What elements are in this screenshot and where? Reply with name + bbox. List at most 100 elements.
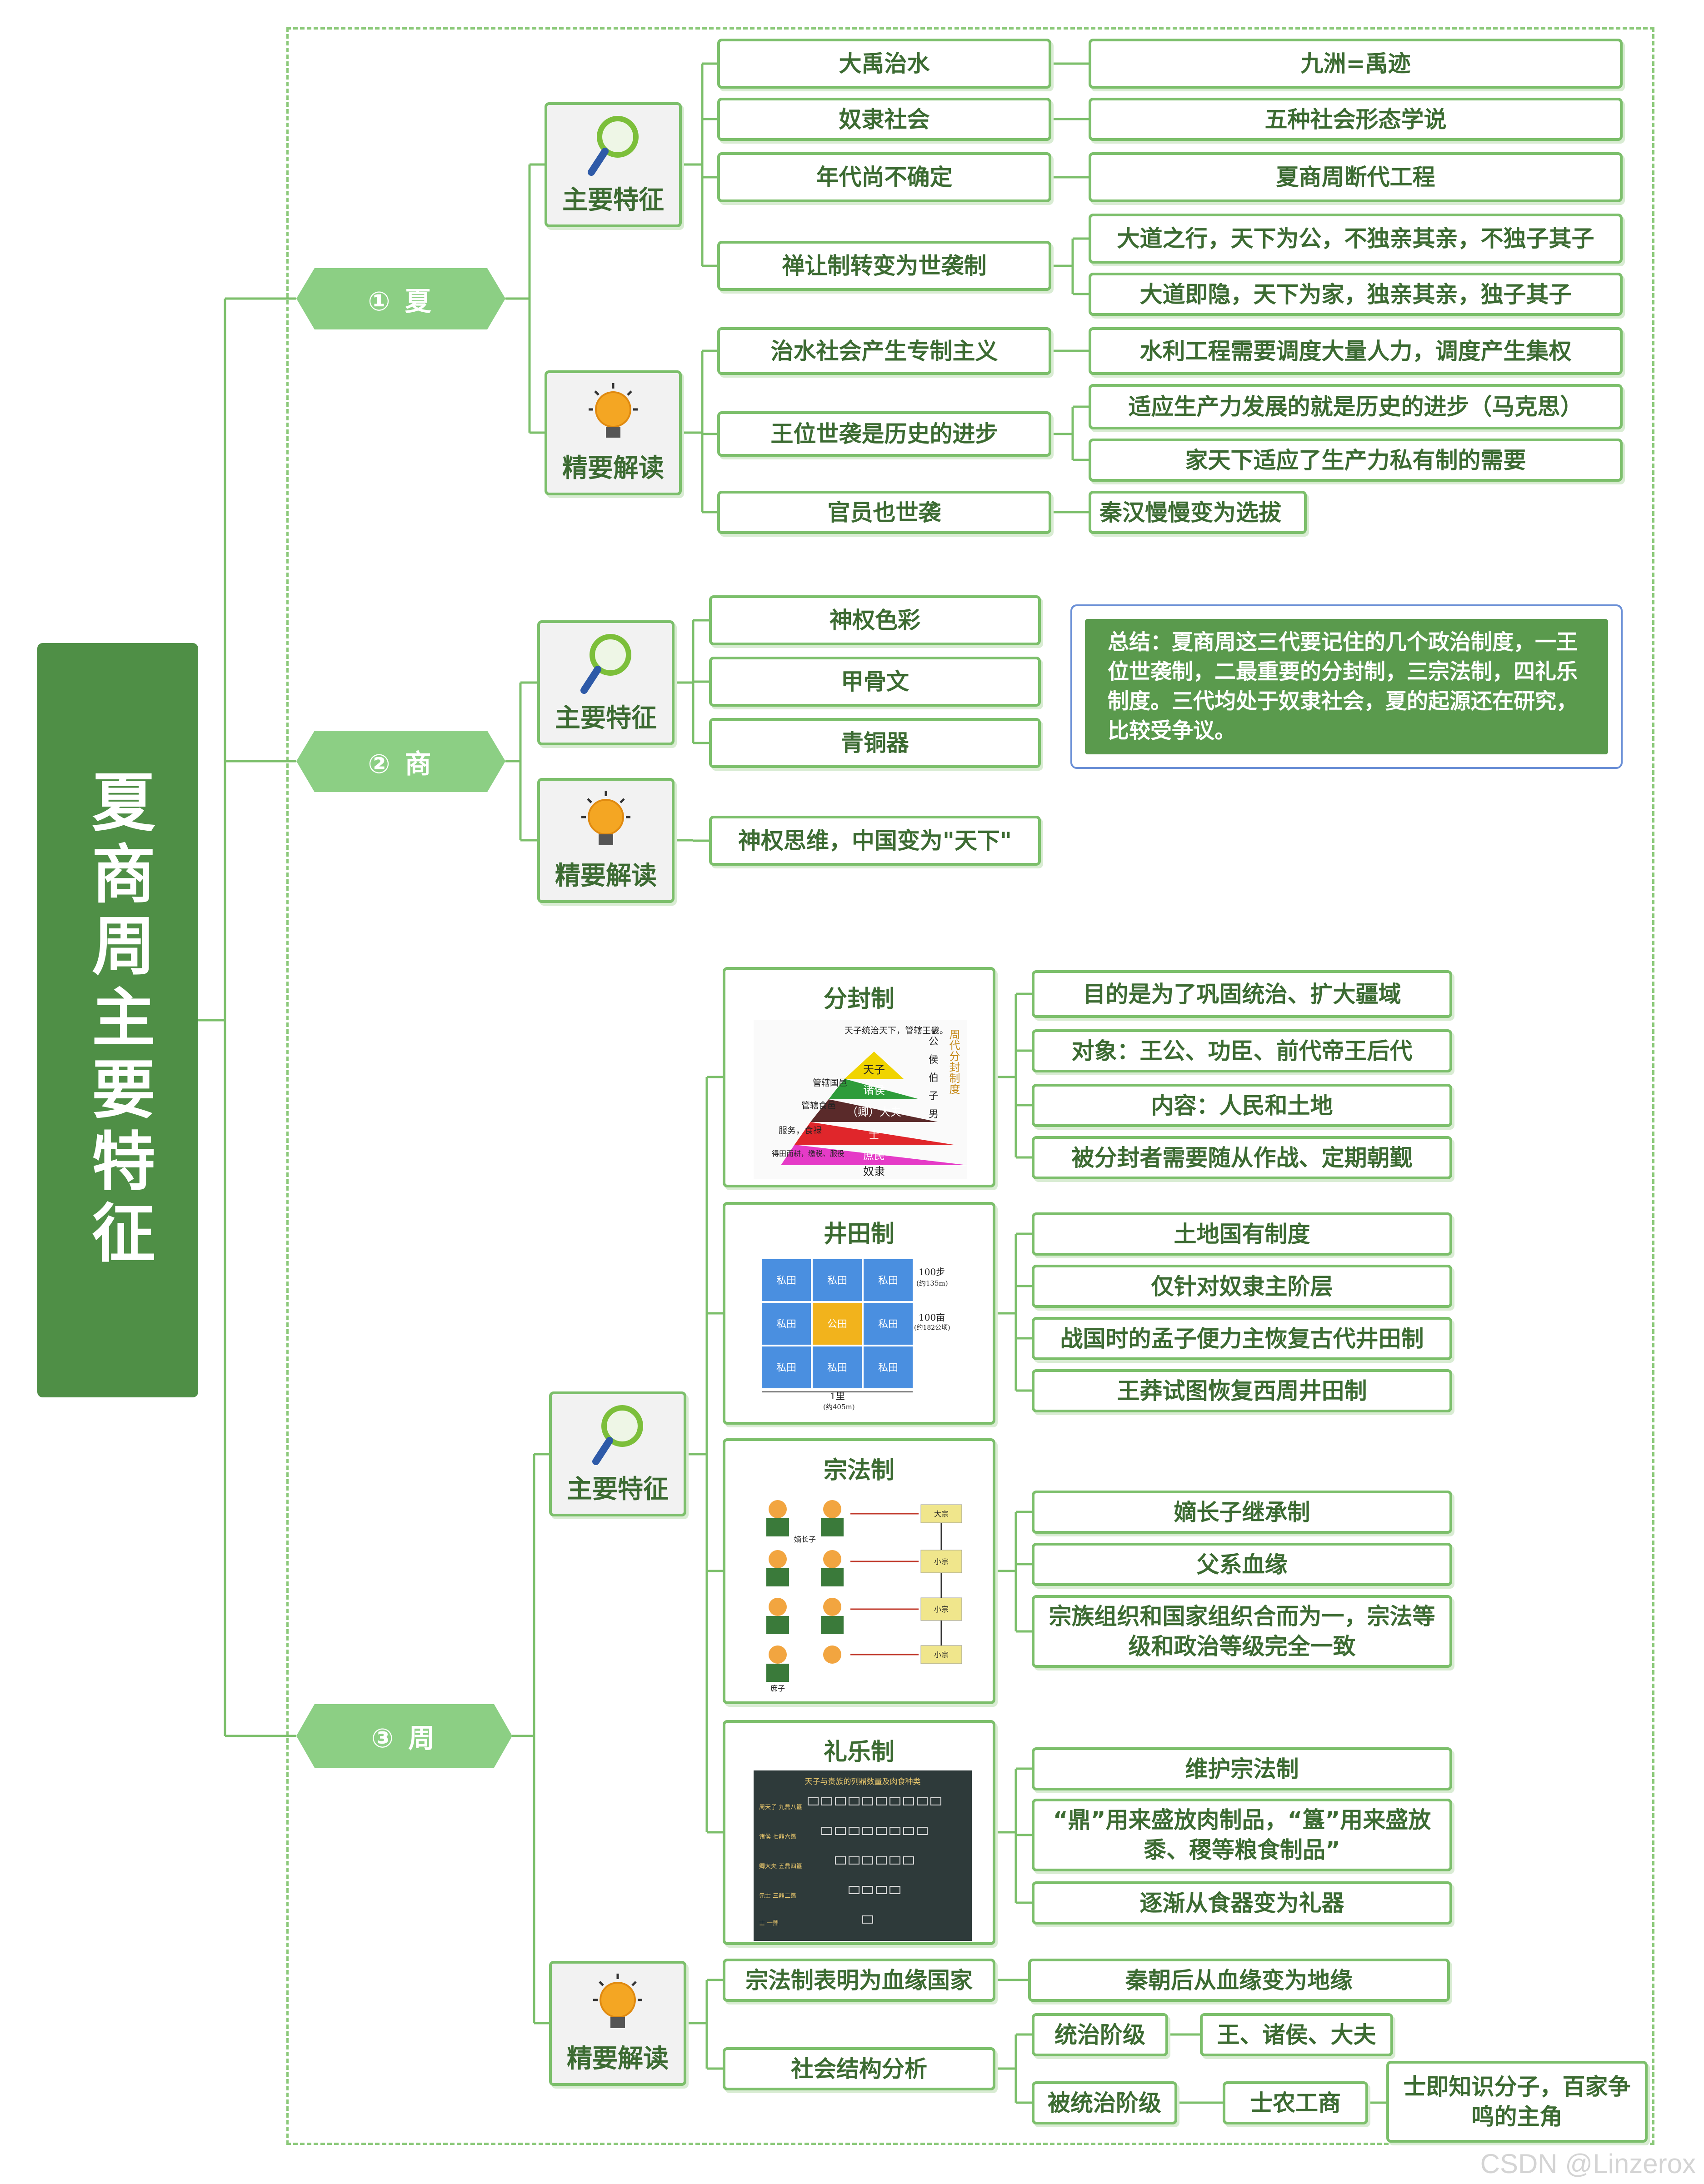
shang-main-3[interactable]: 青铜器 [709,718,1041,768]
zf-label-1: 小宗 [934,1557,949,1566]
panel-fengjian[interactable]: 分封制 天子 诸侯 （卿）大夫 士 庶民 奴隶 天子统治天下，管辖王畿。 管辖国… [723,967,995,1187]
xia-main-1-detail[interactable]: 九洲=禹迹 [1089,39,1623,89]
fengjian-item-3[interactable]: 内容：人民和土地 [1032,1084,1452,1127]
zongfa-item-3[interactable]: 宗族组织和国家组织合而为一，宗法等级和政治等级完全一致 [1032,1595,1452,1668]
jt-note-5: (约405m) [823,1403,855,1411]
fj-rank-4: 男 [929,1109,939,1120]
fj-level-1: 诸侯 [863,1084,885,1097]
jingtian-item-1[interactable]: 土地国有制度 [1032,1212,1452,1256]
ruled-class-extra[interactable]: 士即知识分子，百家争鸣的主角 [1386,2061,1648,2143]
summary-box: 总结：夏商周这三代要记住的几个政治制度，一王位世袭制，二最重要的分封制，三宗法制… [1070,604,1623,769]
jingtian-item-3[interactable]: 战国时的孟子便力主恢复古代井田制 [1032,1317,1452,1360]
xia-main-4-detail-2[interactable]: 大道即隐，天下为家，独亲其亲，独子其子 [1089,273,1623,316]
ruled-class[interactable]: 被统治阶级 [1032,2081,1177,2124]
root-title-text: 夏商周主要特征 [81,769,155,1272]
fj-level-2: （卿）大夫 [847,1106,901,1118]
dashed-frame [286,27,1654,2145]
xia-main-3-detail[interactable]: 夏商周断代工程 [1089,152,1623,202]
jt-cell-2: 私田 [827,1275,847,1286]
fengjian-item-2[interactable]: 对象：王公、功臣、前代帝王后代 [1032,1029,1452,1072]
xia-interp-3-detail[interactable]: 秦汉慢慢变为选拔 [1089,491,1307,534]
xia-main-4[interactable]: 禅让制转变为世袭制 [717,241,1051,291]
watermark: CSDN @Linzerox [1480,2149,1696,2179]
era-xia[interactable]: ① 夏 [296,268,505,329]
shang-main-2[interactable]: 甲骨文 [709,657,1041,707]
shang-main-category[interactable]: 主要特征 [537,620,675,745]
jt-note-0: 100步 [919,1267,945,1277]
shang-interp-category[interactable]: 精要解读 [537,778,675,903]
panel-zongfa[interactable]: 宗法制 大宗 小宗 小宗 小宗 嫡长子 庶子 [723,1438,995,1704]
fj-note-2: 管辖食邑 [801,1101,836,1111]
zhou-interp-label: 精要解读 [567,2044,669,2074]
fengjian-item-4[interactable]: 被分封者需要随从作战、定期朝觐 [1032,1136,1452,1179]
shang-interp-label: 精要解读 [555,861,657,891]
era-zhou-label: ③ 周 [371,1723,438,1754]
xia-interp-1-detail[interactable]: 水利工程需要调度大量人力，调度产生集权 [1089,327,1623,375]
ruled-class-detail[interactable]: 士农工商 [1223,2081,1368,2124]
lightbulb-icon [581,791,630,845]
jingtian-item-4[interactable]: 王莽试图恢复西周井田制 [1032,1369,1452,1412]
panel-liyue[interactable]: 礼乐制 天子与贵族的列鼎数量及肉食种类 周天子 九鼎八簋 诸侯 七鼎六簋 卿大夫… [723,1720,995,1945]
fj-note-1: 管辖国邑 [813,1078,847,1088]
lightbulb-icon [589,383,638,438]
jt-note-2: 100亩 [919,1312,945,1323]
zhou-interp-category[interactable]: 精要解读 [549,1961,686,2086]
jt-cell-1: 私田 [776,1275,796,1286]
xia-interp-2-detail-1[interactable]: 适应生产力发展的就是历史的进步（马克思） [1089,384,1623,429]
panel-jingtian-title: 井田制 [823,1221,894,1248]
zhou-main-label: 主要特征 [567,1475,669,1504]
xia-interp-3[interactable]: 官员也世袭 [717,491,1051,534]
xia-main-1[interactable]: 大禹治水 [717,39,1051,89]
zongfa-item-2[interactable]: 父系血缘 [1032,1543,1452,1586]
zf-label-4: 嫡长子 [794,1535,816,1544]
panel-zongfa-title: 宗法制 [823,1457,894,1484]
zf-label-2: 小宗 [934,1605,949,1614]
zhou-interp-1[interactable]: 宗法制表明为血缘国家 [723,1959,995,2002]
liyue-item-2[interactable]: “鼎”用来盛放肉制品，“簋”用来盛放黍、稷等粮食制品” [1032,1799,1452,1871]
jt-note-3: (约182公顷) [914,1324,950,1331]
liyue-ding-figure: 天子与贵族的列鼎数量及肉食种类 周天子 九鼎八簋 诸侯 七鼎六簋 卿大夫 五鼎四… [754,1770,972,1941]
zhou-main-category[interactable]: 主要特征 [549,1391,686,1516]
ruling-class[interactable]: 统治阶级 [1032,2013,1168,2056]
panel-jingtian[interactable]: 井田制 私田 私田 私田 私田 公田 私田 私田 私田 私田 100步 (约13… [723,1202,995,1425]
xia-main-2-detail[interactable]: 五种社会形态学说 [1089,98,1623,141]
fj-note-0: 天子统治天下，管辖王畿。 [845,1026,948,1036]
xia-main-4-detail-1[interactable]: 大道之行，天下为公，不独亲其亲，不独子其子 [1089,214,1623,264]
fengjian-pyramid-figure: 天子 诸侯 （卿）大夫 士 庶民 奴隶 天子统治天下，管辖王畿。 管辖国邑 管辖… [754,1020,967,1179]
jt-cell-public: 公田 [827,1319,847,1330]
shang-interp-1[interactable]: 神权思维，中国变为"天下" [709,816,1041,866]
fj-note-3: 服务，食禄 [779,1126,822,1136]
jt-cell-4: 私田 [776,1319,796,1330]
fj-rank-0: 公 [929,1036,939,1047]
xia-main-category[interactable]: 主要特征 [545,102,682,227]
xia-interp-1[interactable]: 治水社会产生专制主义 [717,327,1051,375]
zf-label-3: 小宗 [934,1650,949,1659]
ly-caption: 天子与贵族的列鼎数量及肉食种类 [805,1777,921,1786]
xia-main-3[interactable]: 年代尚不确定 [717,152,1051,202]
era-zhou[interactable]: ③ 周 [296,1704,512,1768]
ruling-class-detail[interactable]: 王、诸侯、大夫 [1200,2013,1393,2056]
xia-main-label: 主要特征 [562,185,664,215]
zongfa-item-1[interactable]: 嫡长子继承制 [1032,1491,1452,1534]
jt-cell-3: 私田 [878,1275,898,1286]
ly-row-0: 周天子 九鼎八簋 [759,1804,802,1811]
liyue-item-3[interactable]: 逐渐从食器变为礼器 [1032,1881,1452,1925]
xia-interp-2[interactable]: 王位世袭是历史的进步 [717,411,1051,457]
zf-label-0: 大宗 [934,1510,949,1518]
xia-interp-category[interactable]: 精要解读 [545,370,682,495]
xia-interp-2-detail-2[interactable]: 家天下适应了生产力私有制的需要 [1089,439,1623,482]
fengjian-item-1[interactable]: 目的是为了巩固统治、扩大疆域 [1032,970,1452,1018]
zf-label-5: 庶子 [770,1684,785,1693]
zhou-interp-1-detail[interactable]: 秦朝后从血缘变为地缘 [1028,1959,1450,2002]
xia-interp-label: 精要解读 [562,454,664,483]
zhou-interp-2[interactable]: 社会结构分析 [723,2047,995,2090]
shang-main-1[interactable]: 神权色彩 [709,595,1041,645]
xia-main-2[interactable]: 奴隶社会 [717,98,1051,141]
ly-row-1: 诸侯 七鼎六簋 [759,1833,796,1840]
liyue-item-1[interactable]: 维护宗法制 [1032,1747,1452,1790]
era-xia-label: ① 夏 [368,285,434,317]
era-shang[interactable]: ② 商 [296,731,505,792]
jingtian-item-2[interactable]: 仅针对奴隶主阶层 [1032,1265,1452,1308]
